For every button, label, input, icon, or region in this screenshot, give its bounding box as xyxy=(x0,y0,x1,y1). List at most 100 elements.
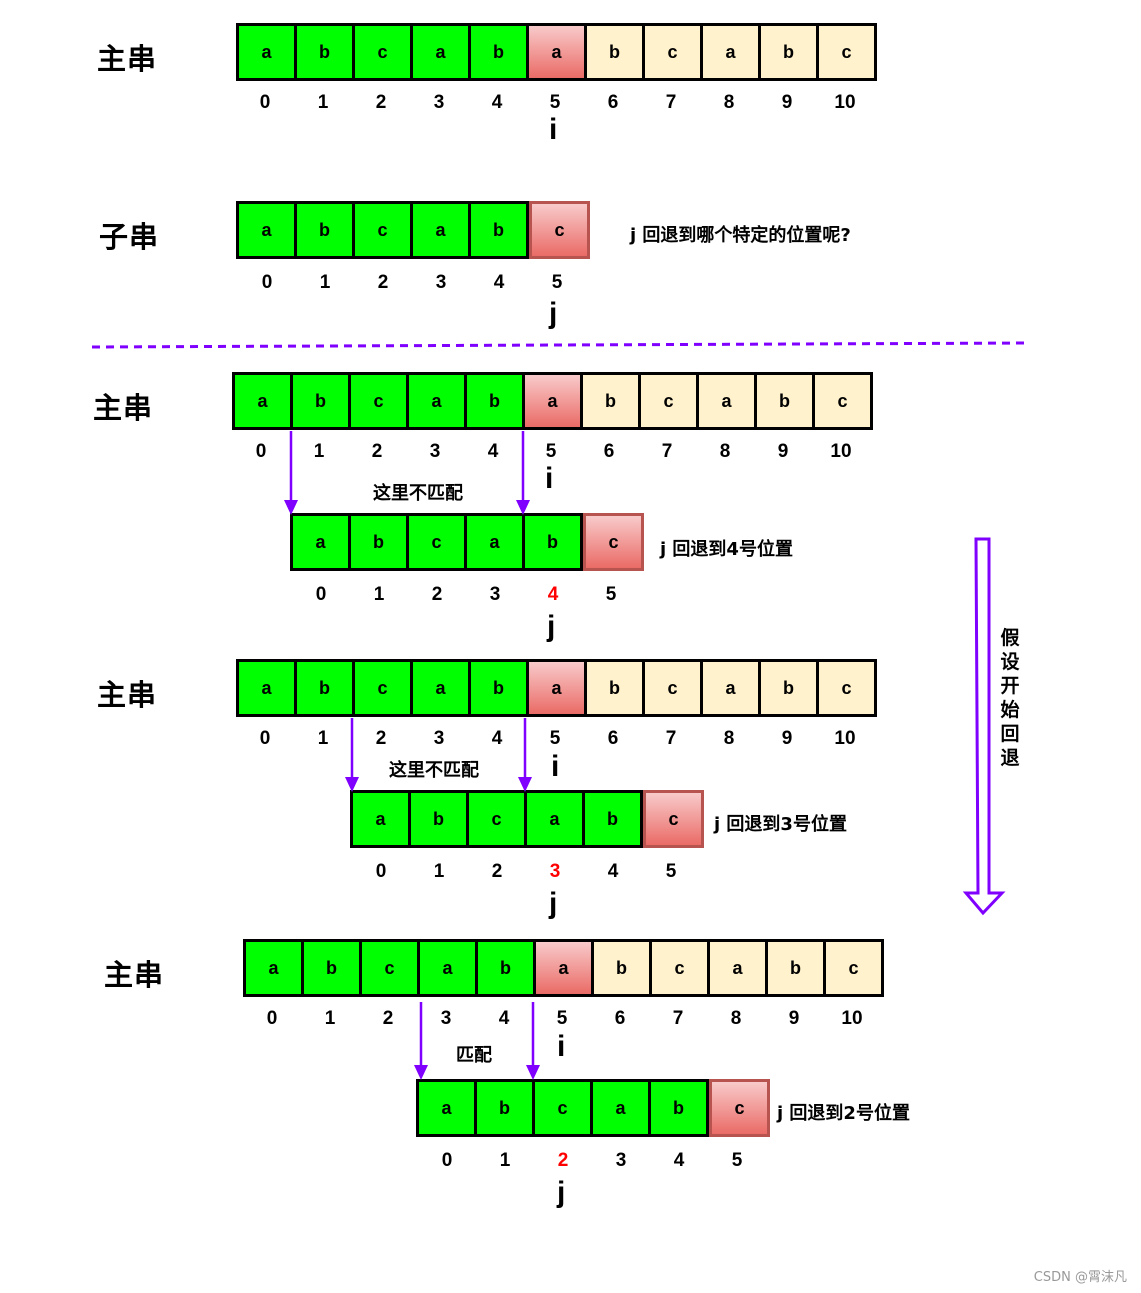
main-index-label: 6 xyxy=(614,1008,626,1029)
sub-index-label: 0 xyxy=(315,584,327,605)
sub-index-label: 2 xyxy=(377,272,389,293)
sub-index-label: 1 xyxy=(373,584,385,605)
main-char-cell: c xyxy=(819,26,874,78)
main-char-cell: a xyxy=(413,662,471,714)
sub-index-label: 3 xyxy=(615,1150,627,1171)
main-char-cell: c xyxy=(351,375,409,427)
main-index-label: 1 xyxy=(317,728,329,749)
sub-char-cell: a xyxy=(293,516,351,568)
main-index-label: 0 xyxy=(266,1008,278,1029)
main-char-cell: a xyxy=(239,26,297,78)
main-index-label: 10 xyxy=(834,728,856,749)
sub-index-label: 4 xyxy=(547,584,559,605)
main-char-cell: b xyxy=(478,942,536,994)
main-char-cell: a xyxy=(703,662,761,714)
sub-char-cell: a xyxy=(593,1082,651,1134)
arrow-head xyxy=(345,777,359,792)
main-index-label: 7 xyxy=(661,441,673,462)
main-char-cell: a xyxy=(246,942,304,994)
sub-char-cell: c xyxy=(529,201,590,259)
alignment-arrows-step-2 xyxy=(345,718,532,792)
sub-index-label: 4 xyxy=(673,1150,685,1171)
side-arrow-text: 假 设 开 始 回 退 xyxy=(999,626,1021,770)
main-index-label: 8 xyxy=(723,728,735,749)
sub-index-label: 0 xyxy=(375,861,387,882)
main-index-label: 6 xyxy=(607,728,619,749)
side-char: 退 xyxy=(1000,747,1020,769)
sub-char-cell: a xyxy=(413,204,471,256)
main-index-label: 3 xyxy=(429,441,441,462)
main-char-cell: a xyxy=(536,942,594,994)
pointer-i-4: i xyxy=(557,1030,566,1063)
sub-char-cell: b xyxy=(351,516,409,568)
main-char-cell: a xyxy=(529,26,587,78)
main-index-label: 4 xyxy=(498,1008,510,1029)
main-char-cell: a xyxy=(699,375,757,427)
main-index-label: 9 xyxy=(777,441,789,462)
sub-index-label: 3 xyxy=(549,861,561,882)
sub-index-label: 1 xyxy=(499,1150,511,1171)
main-index-label: 6 xyxy=(603,441,615,462)
sub-char-cell: c xyxy=(409,516,467,568)
main-char-cell: b xyxy=(757,375,815,427)
main-char-cell: a xyxy=(710,942,768,994)
question-note: j 回退到哪个特定的位置呢? xyxy=(630,225,851,246)
sub-index-label: 0 xyxy=(261,272,273,293)
arrow-head xyxy=(284,500,298,515)
main-char-cell: c xyxy=(355,662,413,714)
sub-char-cell: c xyxy=(355,204,413,256)
main-index-label: 5 xyxy=(556,1008,568,1029)
gap-label-step-3: 匹配 xyxy=(456,1045,492,1066)
main-index-label: 4 xyxy=(487,441,499,462)
main-char-cell: c xyxy=(641,375,699,427)
main-char-cell: a xyxy=(239,662,297,714)
sub-char-cell: c xyxy=(643,790,704,848)
sub-char-cell: c xyxy=(709,1079,770,1137)
main-index-label: 1 xyxy=(324,1008,336,1029)
step-note-1: j 回退到4号位置 xyxy=(660,539,793,560)
main-char-cell: b xyxy=(297,662,355,714)
main-index-label: 4 xyxy=(491,728,503,749)
main-char-cell: b xyxy=(594,942,652,994)
sub-index-label: 4 xyxy=(493,272,505,293)
main-index-label: 5 xyxy=(549,92,561,113)
main-index-label: 7 xyxy=(665,728,677,749)
main-char-cell: c xyxy=(355,26,413,78)
sub-index-label: 3 xyxy=(435,272,447,293)
main-char-cell: a xyxy=(413,26,471,78)
main-index-label: 0 xyxy=(255,441,267,462)
main-char-cell: b xyxy=(297,26,355,78)
main-index-label: 10 xyxy=(841,1008,863,1029)
sub-char-cell: c xyxy=(583,513,644,571)
main-char-cell: c xyxy=(815,375,870,427)
main-index-label: 9 xyxy=(781,92,793,113)
pointer-j-3: j xyxy=(557,1176,566,1209)
main-char-cell: a xyxy=(409,375,467,427)
section-divider xyxy=(91,341,1031,349)
sub-index-label: 4 xyxy=(607,861,619,882)
main-index-label: 10 xyxy=(830,441,852,462)
credit-watermark: CSDN @霄沫凡 xyxy=(1033,1270,1127,1285)
sub-index-label: 3 xyxy=(489,584,501,605)
main-char-cell: b xyxy=(587,662,645,714)
pointer-i-2: i xyxy=(545,462,554,495)
pointer-i-3: i xyxy=(551,750,560,783)
main-index-label: 5 xyxy=(549,728,561,749)
sub-index-label: 2 xyxy=(491,861,503,882)
main-char-cell: b xyxy=(293,375,351,427)
main-index-label: 2 xyxy=(382,1008,394,1029)
main-index-label: 0 xyxy=(259,728,271,749)
main-index-label: 3 xyxy=(433,728,445,749)
main-char-cell: a xyxy=(235,375,293,427)
sub-char-cell: a xyxy=(419,1082,477,1134)
main-index-label: 1 xyxy=(317,92,329,113)
main-index-label: 3 xyxy=(440,1008,452,1029)
